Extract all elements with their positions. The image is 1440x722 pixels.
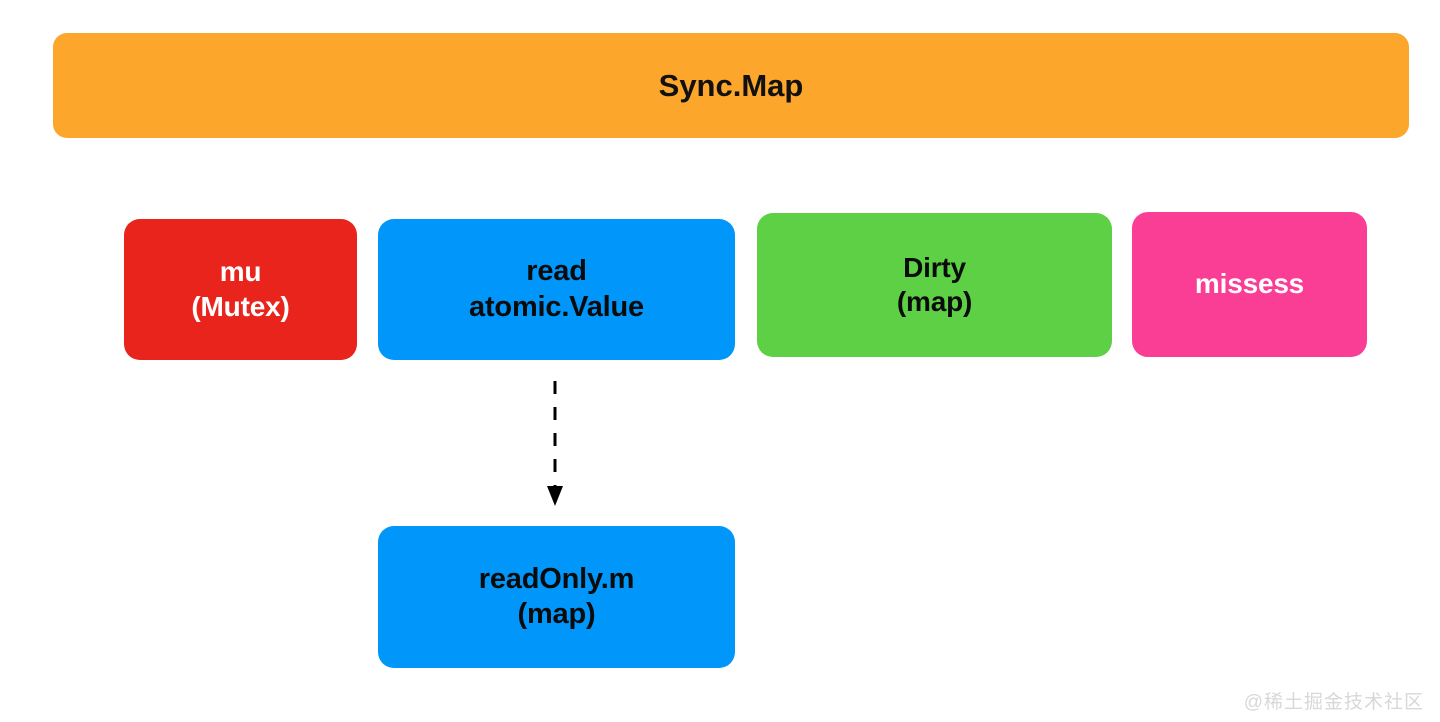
- node-mu-line1: mu: [219, 256, 262, 288]
- connector-read-to-readonly: [547, 381, 563, 506]
- node-sync-map-header: Sync.Map: [53, 33, 1409, 138]
- node-mu: mu (Mutex): [124, 219, 357, 360]
- node-dirty-line2: (map): [896, 286, 973, 317]
- node-readonly-line2: (map): [517, 598, 596, 630]
- node-readonly-line1: readOnly.m: [478, 562, 635, 595]
- node-readonly-m: readOnly.m (map): [378, 526, 735, 668]
- node-missess-line1: missess: [1194, 268, 1305, 300]
- down-arrow-icon: [547, 486, 563, 506]
- node-mu-line2: (Mutex): [191, 290, 290, 322]
- watermark: @稀土掘金技术社区: [1243, 692, 1424, 713]
- node-header-label: Sync.Map: [658, 67, 804, 103]
- node-missess: missess: [1132, 212, 1367, 357]
- node-dirty-line1: Dirty: [903, 251, 966, 283]
- node-dirty: Dirty (map): [757, 213, 1112, 357]
- node-read-line1: read: [526, 255, 587, 288]
- node-read: read atomic.Value: [378, 219, 735, 360]
- node-read-line2: atomic.Value: [469, 290, 644, 323]
